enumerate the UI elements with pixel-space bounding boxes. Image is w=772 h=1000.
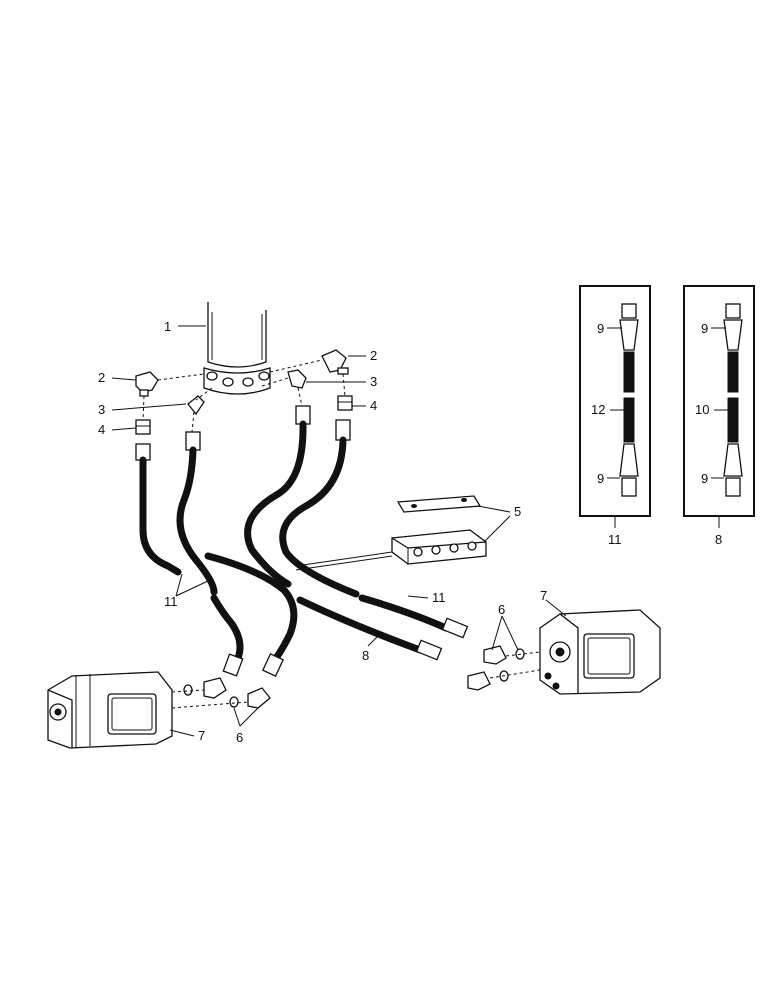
callout-11-left: 11 — [164, 594, 178, 609]
elbow-fitting-3-right — [287, 369, 307, 389]
inset-11-middle-label: 12 — [591, 402, 605, 417]
fitting-6-right — [467, 645, 525, 691]
inset-hose-8: 9 10 9 8 — [683, 285, 755, 547]
inset-hose-11: 9 12 9 11 — [579, 285, 651, 547]
elbow-fitting-2-left — [135, 371, 159, 397]
inset-8-top-label: 9 — [701, 321, 708, 336]
inset-11-bottom-label: 9 — [597, 471, 604, 486]
hydraulic-pump-right — [539, 609, 661, 695]
callout-7-left: 7 — [198, 728, 205, 743]
inset-8-caption: 8 — [715, 532, 722, 547]
callout-1: 1 — [164, 319, 171, 334]
inset-11-caption: 11 — [608, 532, 622, 547]
callout-3-left: 3 — [98, 402, 105, 417]
callout-5: 5 — [514, 504, 521, 519]
adapter-4-left — [135, 419, 151, 435]
reservoir-assembly — [203, 302, 271, 395]
hose-lines — [135, 405, 469, 677]
hose-clamp-5 — [391, 495, 487, 565]
callout-4-right: 4 — [370, 398, 377, 413]
callout-2-left: 2 — [98, 370, 105, 385]
callout-8: 8 — [362, 648, 369, 663]
inset-8-middle-label: 10 — [695, 402, 709, 417]
inset-8-bottom-label: 9 — [701, 471, 708, 486]
callout-6-left: 6 — [236, 730, 243, 745]
callout-6-right: 6 — [498, 602, 505, 617]
elbow-fitting-2-right — [321, 349, 349, 375]
elbow-fitting-3-left — [187, 395, 205, 416]
callout-7-right: 7 — [540, 588, 547, 603]
fitting-6-left — [183, 677, 271, 709]
hydraulic-pump-left — [47, 671, 173, 749]
adapter-4-right — [337, 395, 353, 411]
inset-11-top-label: 9 — [597, 321, 604, 336]
callout-11-right: 11 — [432, 590, 446, 605]
callout-2-right: 2 — [370, 348, 377, 363]
callout-3-right: 3 — [370, 374, 377, 389]
callout-4-left: 4 — [98, 422, 105, 437]
